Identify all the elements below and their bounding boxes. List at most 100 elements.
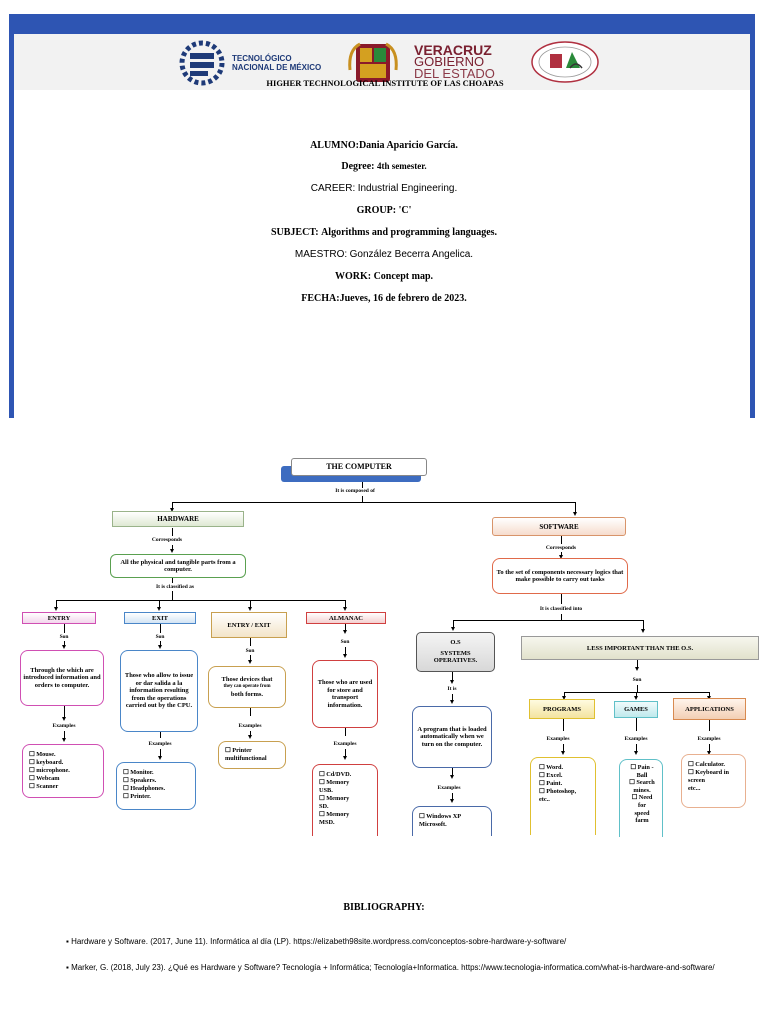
applications-node: APPLICATIONS bbox=[673, 698, 746, 720]
example-item: ☐ Printer bbox=[225, 747, 252, 754]
example-item: ☐ keyboard. bbox=[29, 759, 64, 766]
almanac-son-label: Son bbox=[340, 639, 350, 645]
example-item: ☐ Pain - bbox=[630, 764, 654, 771]
hardware-corresponds-label: Corresponds bbox=[151, 537, 183, 543]
entry-node: ENTRY bbox=[22, 612, 96, 624]
example-item: ☐ Photoshop, bbox=[539, 788, 577, 795]
example-item: Ball bbox=[636, 771, 648, 779]
example-item: ☐ Word. bbox=[539, 764, 564, 771]
student-line: ALUMNO:Dania Aparicio García. bbox=[310, 140, 458, 151]
almanac-node: ALMANAC bbox=[306, 612, 386, 624]
example-item: USB. bbox=[319, 787, 333, 794]
root-node: THE COMPUTER bbox=[291, 458, 427, 476]
example-item: ☐ Headphones. bbox=[123, 785, 166, 792]
example-item: ☐ Windows XP bbox=[419, 813, 462, 820]
os-description: A program that is loaded automatically w… bbox=[412, 706, 492, 768]
institute-logo-icon bbox=[531, 41, 599, 83]
example-item: speed bbox=[634, 809, 650, 817]
programs-node: PROGRAMS bbox=[529, 699, 595, 719]
example-item: ☐ Monitor. bbox=[123, 769, 154, 776]
example-item: ☐ Need bbox=[631, 794, 653, 802]
example-item: ☐ Cd/DVD. bbox=[319, 771, 352, 778]
hardware-description: All the physical and tangible parts from… bbox=[110, 554, 246, 578]
institute-title: HIGHER TECHNOLOGICAL INSTITUTE OF LAS CH… bbox=[266, 78, 504, 88]
example-item: ☐ Speakers. bbox=[123, 777, 157, 784]
example-item: MSD. bbox=[319, 819, 335, 826]
applications-examples-label: Examples bbox=[697, 736, 721, 742]
programs-examples-label: Examples bbox=[546, 736, 570, 742]
games-examples-label: Examples bbox=[624, 736, 648, 742]
less-son-label: Son bbox=[632, 677, 642, 683]
group-line: GROUP: 'C' bbox=[356, 205, 412, 216]
subject-line: SUBJECT: Algorithms and programming lang… bbox=[270, 227, 498, 238]
career-line: CAREER: Industrial Engineering. bbox=[310, 183, 458, 194]
example-item: ☐ Memory bbox=[319, 811, 350, 818]
example-item: for bbox=[637, 801, 647, 809]
veracruz-government-logo: VERACRUZ GOBIERNO DEL ESTADO bbox=[414, 42, 495, 81]
os-is-label: It is bbox=[447, 686, 457, 692]
entry-description: Through the which are introduced informa… bbox=[20, 650, 104, 706]
date-line: FECHA:Jueves, 16 de febrero de 2023. bbox=[301, 293, 467, 304]
entry-examples-label: Examples bbox=[52, 723, 76, 729]
software-classified-label: It is classified into bbox=[539, 606, 583, 612]
example-item: ☐ Scanner bbox=[29, 783, 59, 790]
example-item: SD. bbox=[319, 803, 329, 810]
cover-frame-right bbox=[750, 14, 755, 418]
bibliography-entry: ▪ Hardware y Software. (2017, June 11). … bbox=[66, 937, 567, 946]
software-node: SOFTWARE bbox=[492, 517, 626, 536]
entry-exit-node: ENTRY / EXIT bbox=[211, 612, 287, 638]
exit-node: EXIT bbox=[124, 612, 196, 624]
example-item: ☐ Mouse. bbox=[29, 751, 56, 758]
example-item: Microsoft. bbox=[419, 821, 447, 828]
example-item: ☐ Keyboard in bbox=[688, 769, 729, 776]
software-description: To the set of components necessary logic… bbox=[492, 558, 628, 594]
example-item: multifunctional bbox=[225, 755, 267, 762]
example-item: ☐ microphone. bbox=[29, 767, 70, 774]
example-item: ☐ Calculator. bbox=[688, 761, 725, 768]
software-corresponds-label: Corresponds bbox=[545, 545, 577, 551]
example-item: ☐ Memory bbox=[319, 779, 350, 786]
example-item: ☐ Printer. bbox=[123, 793, 151, 800]
cover-frame-top bbox=[9, 14, 755, 34]
tecnm-name: TECNOLÓGICO NACIONAL DE MÉXICO bbox=[232, 54, 322, 72]
almanac-examples-label: Examples bbox=[333, 741, 357, 747]
entry-exit-son-label: Son bbox=[245, 648, 255, 654]
work-line: WORK: Concept map. bbox=[334, 271, 434, 282]
entry-exit-examples-label: Examples bbox=[238, 723, 262, 729]
hardware-node: HARDWARE bbox=[112, 511, 244, 527]
exit-description: Those who allow to issue or dar salida a… bbox=[120, 650, 198, 732]
tecnm-logo-icon bbox=[179, 40, 225, 86]
almanac-description: Those who are used for store and transpo… bbox=[312, 660, 378, 728]
os-node: O.S SYSTEMS OPERATIVES. bbox=[416, 632, 495, 672]
exit-examples-list: ☐ Monitor.☐ Speakers.☐ Headphones.☐ Prin… bbox=[116, 762, 196, 810]
entry-exit-description: Those devices that they can operate from… bbox=[208, 666, 286, 708]
games-node: GAMES bbox=[614, 701, 658, 718]
example-item: etc.. bbox=[539, 796, 550, 803]
os-examples-label: Examples bbox=[437, 785, 461, 791]
composed-label: It is composed of bbox=[335, 488, 375, 494]
example-item: farm bbox=[635, 817, 649, 825]
example-item: mines. bbox=[633, 786, 651, 794]
example-item: ☐ Webcam bbox=[29, 775, 60, 782]
example-item: ☐ Search bbox=[629, 779, 655, 787]
bibliography-title: BIBLIOGRAPHY: bbox=[343, 902, 425, 913]
example-item: ☐ Excel. bbox=[539, 772, 563, 779]
example-item: ☐ Paint. bbox=[539, 780, 563, 787]
teacher-line: MAESTRO: González Becerra Angelica. bbox=[294, 249, 474, 260]
degree-line: Degree: 4th semester. bbox=[341, 161, 427, 172]
bibliography-entry: ▪ Marker, G. (2018, July 23). ¿Qué es Ha… bbox=[66, 963, 715, 972]
example-item: screen bbox=[688, 777, 706, 784]
veracruz-seal-icon bbox=[348, 42, 398, 82]
exit-examples-label: Examples bbox=[148, 741, 172, 747]
example-item: ☐ Memory bbox=[319, 795, 350, 802]
less-important-node: LESS IMPORTANT THAN THE O.S. bbox=[521, 636, 759, 660]
entry-examples-list: ☐ Mouse.☐ keyboard.☐ microphone.☐ Webcam… bbox=[22, 744, 104, 798]
exit-son-label: Son bbox=[155, 634, 165, 640]
programs-examples-list: ☐ Word.☐ Excel.☐ Paint.☐ Photoshop,etc.. bbox=[530, 757, 596, 835]
hardware-classified-label: It is classified as bbox=[155, 584, 195, 590]
